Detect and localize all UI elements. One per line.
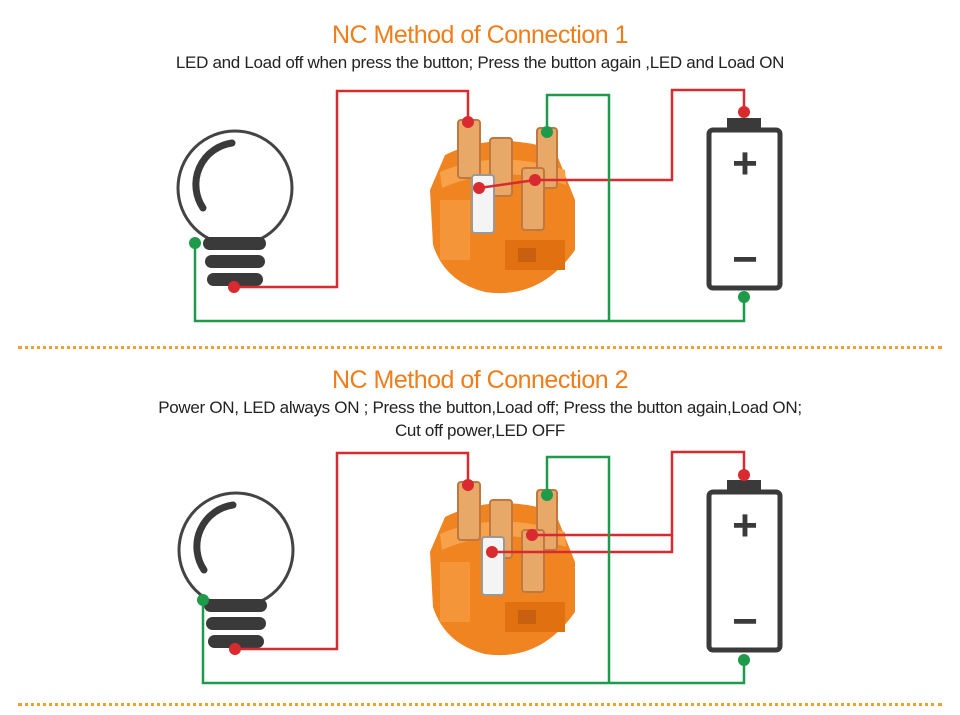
green-wire-circuit xyxy=(201,600,746,685)
connection-dot xyxy=(526,529,538,541)
battery-plus-symbol: + xyxy=(732,501,758,550)
connection-dot xyxy=(197,594,209,606)
connection-dot xyxy=(228,281,240,293)
battery-icon: + − xyxy=(706,118,783,291)
section-divider-bottom xyxy=(18,703,942,706)
red-wire-battery-to-switch-upper xyxy=(532,450,746,537)
connection-dot xyxy=(462,116,474,128)
red-wire-bulb-to-switch xyxy=(234,89,470,289)
connection-dot xyxy=(541,126,553,138)
red-wire-battery-to-switch xyxy=(478,88,746,190)
green-wire-switch-to-ground xyxy=(545,455,611,683)
wiring-diagram-2: + − xyxy=(177,450,783,685)
battery-plus-symbol: + xyxy=(732,139,758,188)
connection-dot xyxy=(541,489,553,501)
section-1-description: LED and Load off when press the button; … xyxy=(175,53,785,72)
battery-minus-symbol: − xyxy=(732,235,758,284)
red-wire-bulb-to-switch xyxy=(235,451,470,651)
section-2-description-line-2: Cut off power,LED OFF xyxy=(394,421,566,440)
bulb-icon xyxy=(176,129,294,286)
battery-icon: + − xyxy=(706,480,783,653)
section-2-title: NC Method of Connection 2 xyxy=(331,366,629,394)
push-button-switch-icon xyxy=(430,119,575,294)
green-wire-circuit xyxy=(193,243,746,323)
green-wire-switch-to-ground xyxy=(545,93,611,321)
red-wire-battery-to-switch-lower xyxy=(492,535,674,554)
section-2-description-line-1: Power ON, LED always ON ; Press the butt… xyxy=(158,398,802,417)
section-divider xyxy=(18,346,942,349)
connection-dot xyxy=(738,469,750,481)
connection-dot xyxy=(462,479,474,491)
connection-dot xyxy=(738,106,750,118)
connection-dot xyxy=(229,643,241,655)
push-button-switch-icon xyxy=(430,481,575,656)
bulb-icon xyxy=(177,491,295,648)
connection-dot xyxy=(486,546,498,558)
wiring-diagram-1: + − xyxy=(176,88,783,323)
connection-dot xyxy=(738,291,750,303)
connection-dot xyxy=(189,237,201,249)
battery-minus-symbol: − xyxy=(732,597,758,646)
connection-dot xyxy=(473,182,485,194)
section-1-title: NC Method of Connection 1 xyxy=(331,21,629,49)
connection-dot xyxy=(529,174,541,186)
connection-dot xyxy=(738,654,750,666)
